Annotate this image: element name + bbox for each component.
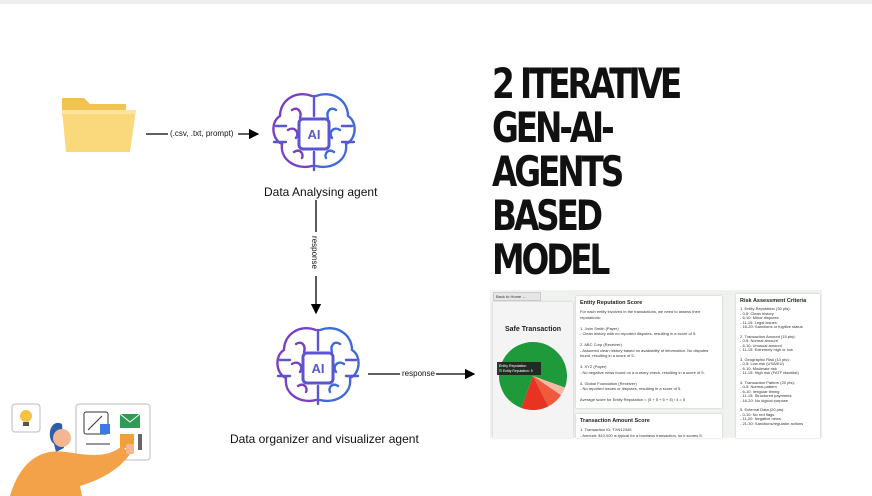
chart-tooltip bbox=[497, 362, 541, 375]
entity-reputation-body: For each entity involved in the transact… bbox=[580, 309, 709, 402]
entity-reputation-panel: Entity Reputation Score For each entity … bbox=[576, 296, 722, 408]
transaction-amount-title: Transaction Amount Score bbox=[580, 418, 650, 424]
tooltip-line-2: Entity Reputation: 5 bbox=[503, 369, 533, 373]
ai-chip-label: AI bbox=[312, 361, 325, 376]
agent-label-organizer: Data organizer and visualizer agent bbox=[230, 432, 419, 446]
top-border bbox=[0, 0, 872, 4]
transaction-amount-panel: Transaction Amount Score 1. Transaction … bbox=[576, 414, 722, 438]
pie-chart-panel: Safe Transaction Entity Reputation Entit… bbox=[493, 302, 573, 438]
agent-label-analysing: Data Analysing agent bbox=[264, 185, 378, 199]
ai-brain-icon: AI bbox=[272, 93, 356, 172]
ai-chip-label: AI bbox=[308, 127, 321, 142]
edge-label-input: (.csv, .txt, prompt) bbox=[170, 129, 234, 138]
dashboard-screenshot: Back to Home ← Safe Transaction Entity R… bbox=[490, 290, 822, 438]
transaction-amount-body: 1. Transaction ID: TXN12345 - Amount: $1… bbox=[580, 427, 703, 438]
ai-brain-icon: AI bbox=[276, 327, 360, 406]
pie-slice bbox=[533, 376, 562, 407]
folder-icon bbox=[62, 98, 136, 152]
risk-criteria-body: 1. Entity Reputation (30 pts): - 0-5: Cl… bbox=[740, 306, 804, 426]
tooltip-line-1: Entity Reputation bbox=[499, 364, 526, 368]
pie-slice bbox=[533, 376, 565, 396]
risk-criteria-title: Risk Assessment Criteria bbox=[740, 298, 807, 304]
person-at-dashboard-icon bbox=[10, 403, 151, 496]
edge-label-response-vertical: response bbox=[309, 236, 319, 269]
pie-slice bbox=[521, 376, 549, 410]
back-button[interactable]: Back to Home ← bbox=[493, 292, 541, 301]
edge-label-response-horizontal: response bbox=[402, 369, 435, 378]
risk-criteria-panel: Risk Assessment Criteria 1. Entity Reput… bbox=[736, 294, 820, 438]
chart-title: Safe Transaction bbox=[505, 326, 562, 333]
pie-chart: Entity Reputation Entity Reputation: 5 bbox=[497, 342, 567, 410]
entity-reputation-title: Entity Reputation Score bbox=[580, 300, 643, 306]
page-title: 2 ITERATIVE GEN-AI- AGENTS BASED MODEL bbox=[492, 59, 682, 284]
